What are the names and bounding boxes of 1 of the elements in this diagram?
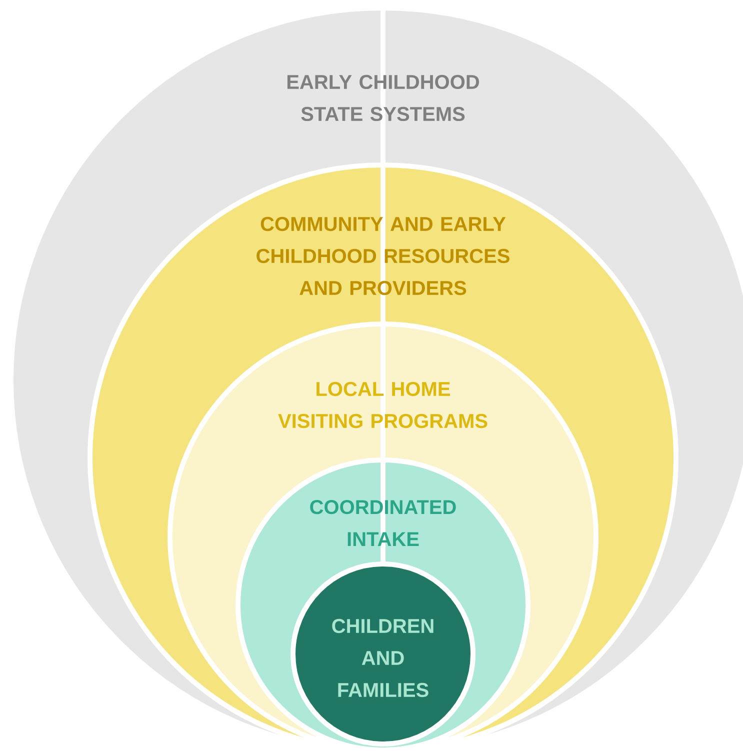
ring-label: EARLY CHILDHOOD STATE SYSTEMS bbox=[287, 74, 479, 122]
